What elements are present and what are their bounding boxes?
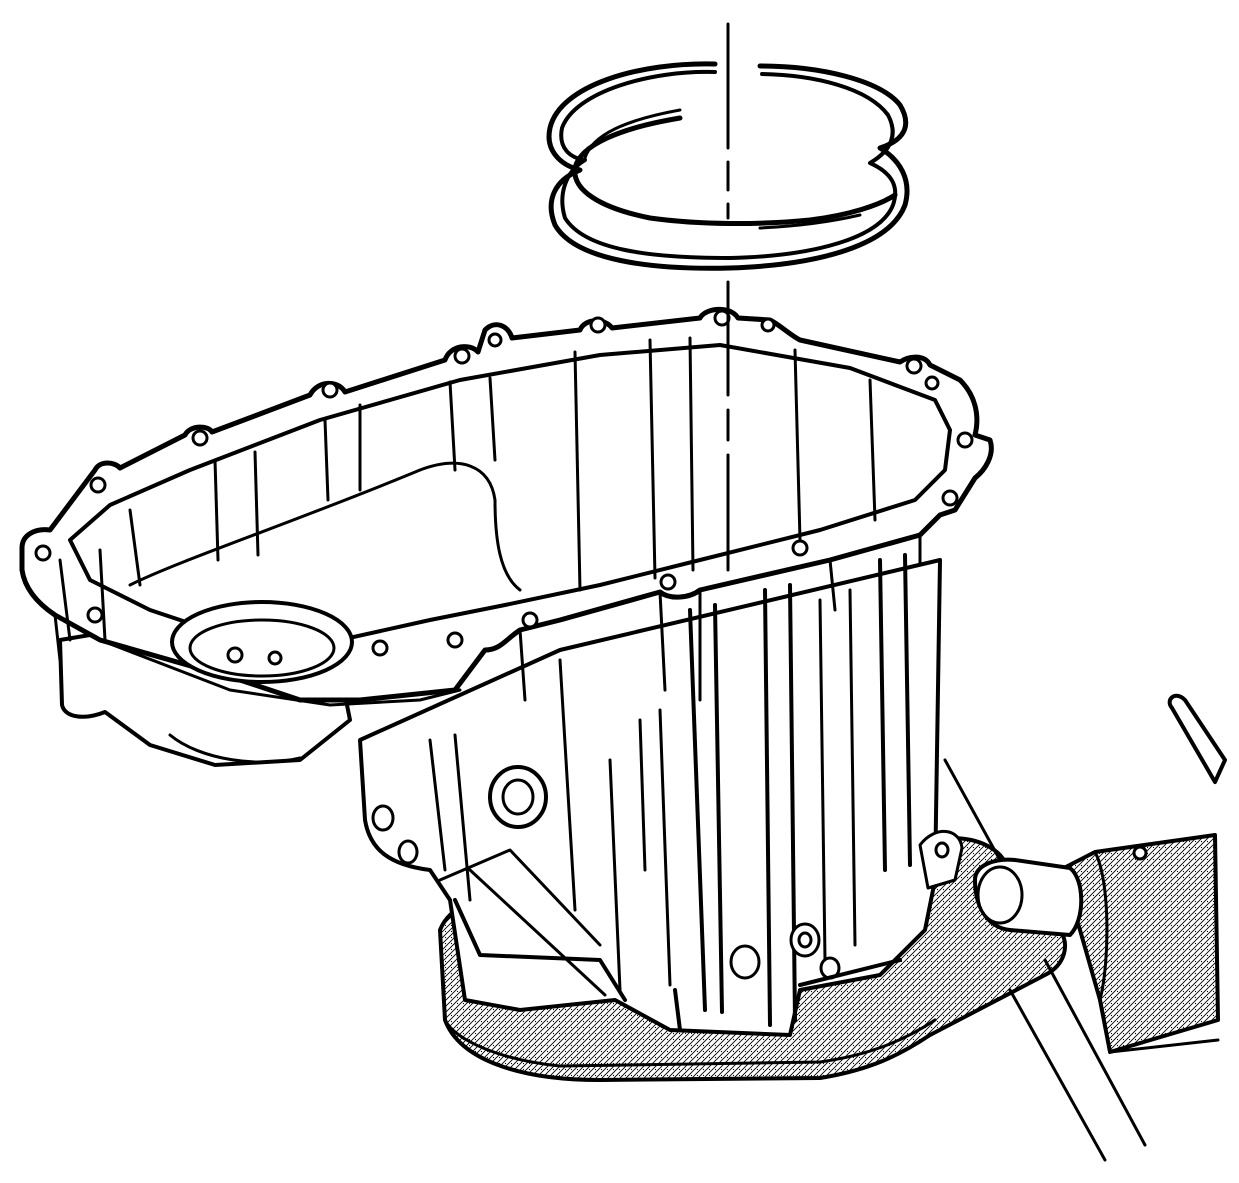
case-bearing-bore-inner (188, 618, 336, 678)
case-flange-lower-edge (53, 533, 922, 707)
snap-ring-upper-coil (572, 115, 898, 227)
fixture-rod (1167, 693, 1227, 784)
case-inner-walls (58, 336, 877, 642)
flange-bolt-holes (34, 309, 974, 666)
case-inner-floor (418, 461, 522, 592)
case-lug-hole (934, 841, 950, 859)
case-mount-hole (397, 839, 419, 865)
case-ribs (428, 553, 912, 1027)
snap-ring-coil-inner (559, 69, 898, 260)
snap-ring-upper-coil-inner (583, 108, 862, 230)
case-diagonal-web (438, 848, 607, 997)
snap-ring (546, 61, 910, 271)
fixture-plate-edge (443, 1018, 937, 1068)
case-inner-shelf (128, 468, 422, 587)
case-boss-hole (797, 931, 813, 949)
transmission-case (19, 306, 994, 1037)
fixture-arm-face (1093, 850, 1220, 1054)
fixture-bolt-hole (1132, 845, 1148, 861)
case-mount-hole (371, 804, 395, 832)
case-side-lugs (918, 829, 964, 890)
case-bottom-flange (453, 898, 902, 1032)
fixture-arm (1058, 833, 1220, 1054)
case-left-bell-rim (168, 733, 302, 764)
fixture-support-line-3 (1043, 958, 1147, 1147)
case-fitting (729, 944, 761, 980)
snap-ring-coil-outer (546, 61, 910, 271)
fixture-socket-bore (976, 865, 1024, 925)
fixture-support-line-2 (1008, 988, 1107, 1162)
fixture-support-line-1 (943, 758, 1002, 862)
case-port-inner (501, 778, 535, 816)
